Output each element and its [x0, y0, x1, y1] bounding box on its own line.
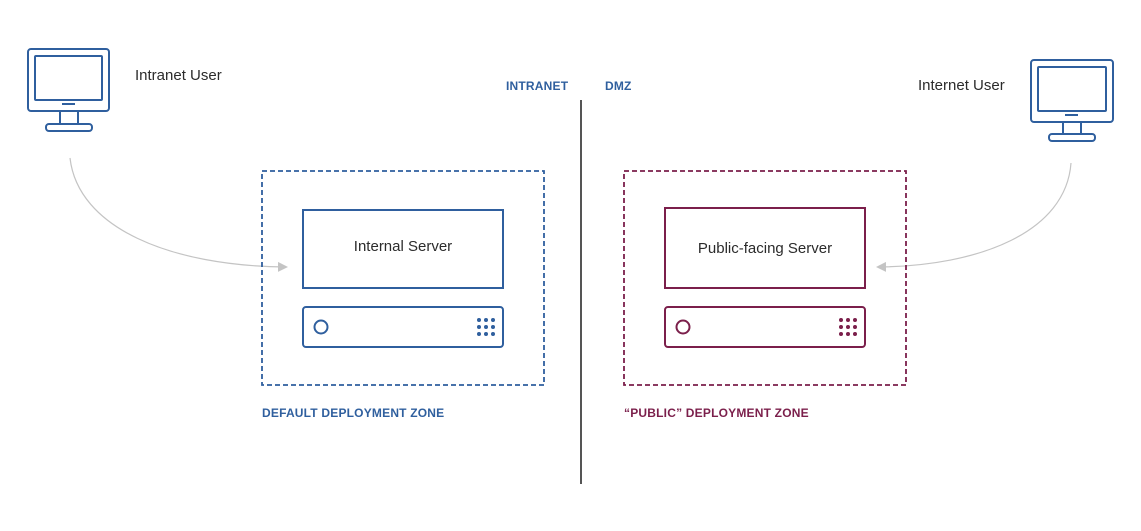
internal-server-rack-icon: [302, 306, 504, 348]
intranet-user-label: Intranet User: [135, 67, 222, 84]
intranet-user-monitor-icon: [27, 48, 110, 132]
default-deployment-zone-box: [261, 170, 545, 386]
internal-server-label: Internal Server: [353, 238, 453, 255]
internal-server-box: [302, 209, 504, 289]
dmz-zone-heading: DMZ: [605, 79, 632, 93]
default-deployment-zone-label: DEFAULT DEPLOYMENT ZONE: [262, 406, 445, 420]
intranet-connection-arrow: [69, 157, 288, 272]
internet-user-label: Internet User: [918, 77, 1005, 94]
internet-connection-arrow: [876, 162, 1072, 272]
public-deployment-zone-label: “PUBLIC” DEPLOYMENT ZONE: [624, 406, 809, 420]
public-facing-server-label: Public-facing Server: [697, 240, 833, 257]
public-facing-server-box: [664, 207, 866, 289]
internet-user-monitor-icon: [1030, 59, 1114, 142]
intranet-zone-heading: INTRANET: [506, 79, 569, 93]
public-deployment-zone-box: [623, 170, 907, 386]
public-server-rack-icon: [664, 306, 866, 348]
